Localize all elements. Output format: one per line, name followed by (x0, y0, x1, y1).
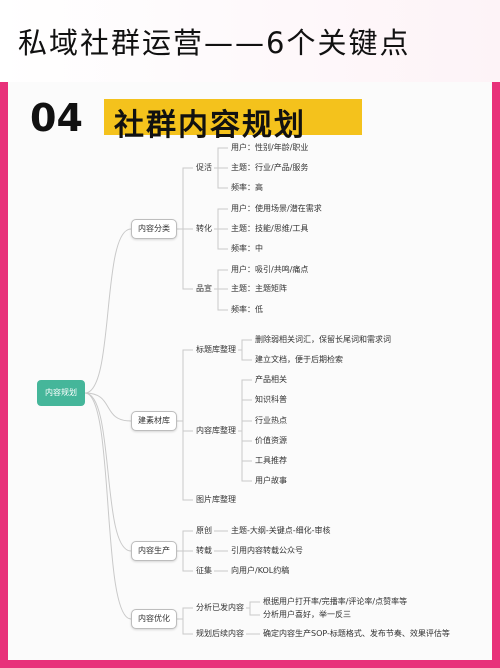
leaf-node: 知识科普 (255, 395, 287, 404)
header-banner: 私域社群运营——6个关键点 (0, 0, 500, 82)
connector-line (175, 550, 193, 572)
connector-line (175, 607, 193, 620)
section-number: 04 (30, 96, 83, 140)
connector-line (238, 349, 252, 361)
connector-line (175, 349, 193, 422)
branch-node: 图片库整理 (196, 495, 236, 504)
branch-node: 转载 (196, 546, 212, 555)
leaf-node: 工具推荐 (255, 456, 287, 465)
branch-node: 规划后续内容 (196, 629, 244, 638)
connector-line (214, 228, 228, 250)
leaf-node: 主题：主题矩阵 (231, 284, 287, 293)
connector-line (175, 228, 193, 290)
leaf-node: 建立文档，便于后期检索 (255, 355, 343, 364)
content-card (8, 82, 492, 660)
connector-line (238, 430, 252, 442)
connector-line (175, 167, 193, 230)
branch-node: 促活 (196, 163, 212, 172)
leaf-node: 用户：吸引/共鸣/痛点 (231, 265, 309, 274)
leaf-node: 分析用户喜好，举一反三 (263, 610, 351, 619)
mindmap-root: 内容规划 (37, 380, 85, 406)
connector-line (214, 269, 228, 290)
category-node: 内容分类 (131, 219, 177, 239)
leaf-node: 主题：技能/思维/工具 (231, 224, 309, 233)
leaf-node: 删除弱相关词汇，保留长尾词和需求词 (255, 335, 391, 344)
leaf-node: 产品相关 (255, 375, 287, 384)
connector-line (84, 392, 132, 620)
connector-line (175, 420, 193, 432)
connector-line (246, 607, 260, 616)
page-title: 私域社群运营——6个关键点 (18, 26, 411, 60)
leaf-node: 根据用户打开率/完播率/评论率/点赞率等 (263, 597, 408, 606)
branch-node: 品宣 (196, 284, 212, 293)
category-node: 建素材库 (131, 411, 177, 431)
section-title: 社群内容规划 (114, 108, 306, 143)
connector-line (238, 339, 252, 351)
leaf-node: 频率：低 (231, 305, 263, 314)
leaf-node: 用户：性别/年龄/职业 (231, 143, 309, 152)
connector-line (214, 167, 228, 189)
leaf-node: 引用内容转载公众号 (231, 546, 303, 555)
branch-node: 分析已发内容 (196, 603, 244, 612)
branch-node: 内容库整理 (196, 426, 236, 435)
connector-line (214, 288, 228, 311)
connector-line (238, 399, 252, 432)
category-node: 内容优化 (131, 609, 177, 629)
connector-line (175, 530, 193, 552)
connector-line (84, 392, 132, 552)
leaf-node: 价值资源 (255, 436, 287, 445)
leaf-node: 确定内容生产SOP-标题格式、发布节奏、效果评估等 (263, 629, 450, 638)
connector-line (84, 392, 132, 422)
leaf-node: 用户：使用场景/潜在需求 (231, 204, 322, 213)
connector-line (175, 618, 193, 635)
connector-line (175, 420, 193, 501)
leaf-node: 频率：中 (231, 244, 263, 253)
branch-node: 转化 (196, 224, 212, 233)
branch-node: 原创 (196, 526, 212, 535)
connector-line (238, 379, 252, 432)
connector-line (84, 228, 132, 394)
connector-line (238, 430, 252, 482)
leaf-node: 行业热点 (255, 416, 287, 425)
branch-node: 征集 (196, 566, 212, 575)
category-node: 内容生产 (131, 541, 177, 561)
branch-node: 标题库整理 (196, 345, 236, 354)
title-highlight (104, 99, 362, 135)
leaf-node: 频率：高 (231, 183, 263, 192)
leaf-node: 用户故事 (255, 476, 287, 485)
leaf-node: 主题-大纲-关键点-细化-审核 (231, 526, 331, 535)
connector-line (214, 147, 228, 169)
leaf-node: 向用户/KOL约稿 (231, 566, 290, 575)
leaf-node: 主题：行业/产品/服务 (231, 163, 309, 172)
connector-line (214, 208, 228, 230)
connector-line (246, 601, 260, 609)
connector-line (238, 430, 252, 462)
connector-line (238, 420, 252, 432)
